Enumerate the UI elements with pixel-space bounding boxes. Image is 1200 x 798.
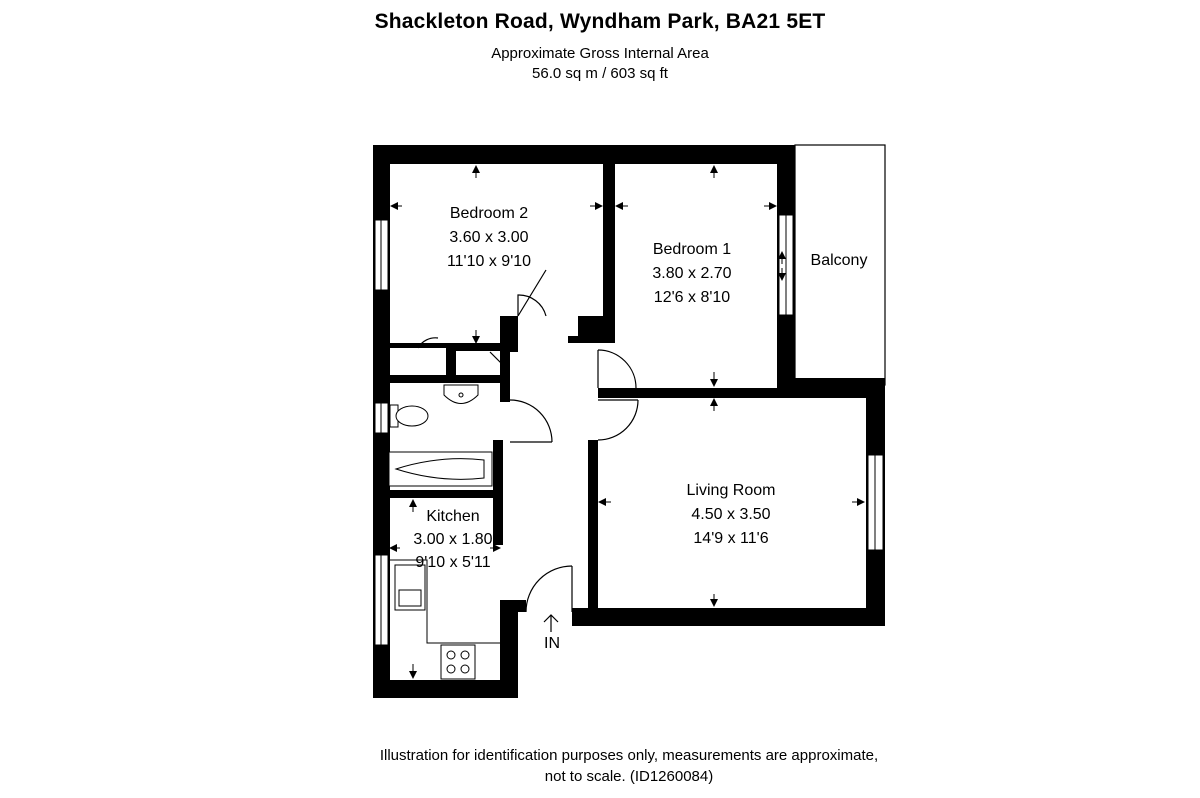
living-name: Living Room bbox=[687, 482, 776, 499]
fixtures bbox=[388, 384, 500, 680]
area-caption: Approximate Gross Internal Area bbox=[491, 45, 709, 62]
living-metric: 4.50 x 3.50 bbox=[691, 506, 770, 523]
windows bbox=[374, 214, 884, 646]
entrance-arrow-icon bbox=[543, 614, 559, 632]
bedroom1-imperial: 12'6 x 8'10 bbox=[654, 289, 730, 306]
bedroom2-name: Bedroom 2 bbox=[450, 205, 528, 222]
disclaimer-line2: not to scale. (ID1260084) bbox=[544, 768, 714, 785]
kitchen-metric: 3.00 x 1.80 bbox=[413, 531, 492, 548]
plan-title: Shackleton Road, Wyndham Park, BA21 5ET bbox=[374, 10, 826, 33]
living-imperial: 14'9 x 11'6 bbox=[693, 530, 768, 547]
balcony-name: Balcony bbox=[811, 252, 868, 269]
kitchen-imperial: 9'10 x 5'11 bbox=[415, 554, 490, 571]
walls bbox=[373, 145, 885, 698]
entrance-label: IN bbox=[544, 635, 560, 652]
bedroom2-imperial: 11'10 x 9'10 bbox=[447, 253, 531, 270]
kitchen-name: Kitchen bbox=[426, 508, 479, 525]
area-value: 56.0 sq m / 603 sq ft bbox=[532, 65, 668, 82]
dimension-arrows bbox=[389, 165, 865, 679]
bedroom2-metric: 3.60 x 3.00 bbox=[449, 229, 528, 246]
bedroom1-metric: 3.80 x 2.70 bbox=[652, 265, 731, 282]
doors bbox=[417, 269, 639, 613]
disclaimer-line1: Illustration for identification purposes… bbox=[379, 747, 879, 764]
room-labels: Bedroom 2 3.60 x 3.00 11'10 x 9'10 Bedro… bbox=[413, 205, 867, 652]
bedroom1-name: Bedroom 1 bbox=[653, 241, 731, 258]
